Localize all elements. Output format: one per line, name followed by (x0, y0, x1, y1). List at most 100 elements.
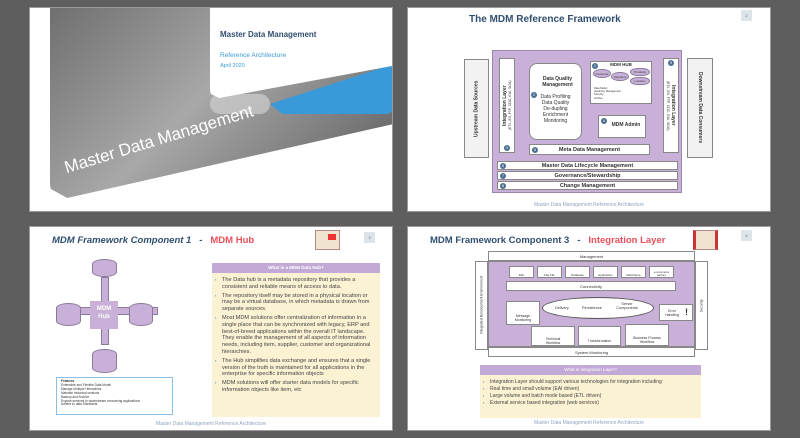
security-sidebar: Security (695, 261, 708, 350)
error-handling-label: Error Handling (665, 309, 679, 317)
change-management: Change Management (497, 181, 678, 190)
management-bar: Management (488, 251, 695, 261)
presentation-icon (693, 230, 718, 250)
technical-workflow: Technical Workflow (531, 326, 575, 346)
title-dash: - (199, 235, 203, 246)
slide-footer: Master Data Management Reference Archite… (533, 202, 645, 208)
feature-item: Maintain historical versions (61, 390, 100, 395)
db-location: Location (630, 77, 650, 85)
system-monitoring-bar: System Monitoring (488, 347, 695, 357)
integration-left-sub: (ETL, EII, FTP, CDC, EAI, SOA) (508, 80, 512, 131)
db-label: Suppliers (613, 75, 627, 79)
connectivity-bar: Connectivity (506, 281, 676, 291)
hub-feature: Security (594, 93, 604, 97)
integration-info-panel: What is Integration Layer? Integration L… (480, 365, 701, 418)
panel-header: What is Integration Layer? (480, 365, 701, 375)
bullet: MDM solutions will offer starter data mo… (214, 380, 376, 394)
page-number: 3 (364, 232, 375, 243)
bullet-list: Integration Layer should support various… (480, 375, 701, 406)
feature-item: Manage Multiple Hierarchies (61, 386, 102, 391)
bullet: Real time and small volume (EAI driven) (482, 386, 699, 392)
hub-info-panel: What is a MDM Data Hub? The Data hub is … (212, 263, 380, 417)
title-main: MDM Framework Component 1 (52, 235, 192, 246)
ide-sidebar: Integrated Development Environment (475, 261, 488, 350)
slide-1-title[interactable]: Master Data Management Reference Archite… (29, 7, 393, 212)
db-label: Products (634, 70, 646, 74)
step-badge: 6 (500, 163, 506, 169)
integration-right-label: Integration Layer (670, 85, 676, 126)
upstream-sources: Upstream Data Sources (464, 59, 489, 158)
source-edi: EDI (509, 266, 534, 278)
dq-title: Data Quality Management (542, 76, 573, 88)
exclamation-icon: ! (685, 307, 688, 317)
ide-label: Integrated Development Environment (479, 276, 484, 335)
slide-4-integration-layer[interactable]: MDM Framework Component 3 - Integration … (407, 226, 771, 431)
deck-subtitle: Reference Architecture (220, 52, 287, 59)
step-badge: 9 (668, 60, 674, 66)
governance-stewardship: Governance/Stewardship (497, 171, 678, 180)
feature-item: Adhere to data Standards (61, 402, 98, 407)
integration-layer-left: Integration Layer(ETL, EII, FTP, CDC, EA… (499, 58, 515, 153)
dq-item: De-dupling (543, 106, 568, 112)
dq-item: Data Quality (541, 100, 570, 106)
security-label: Security (699, 299, 704, 312)
page-number: 2 (741, 10, 752, 21)
hub-feature: Hierarchy Management (594, 90, 621, 94)
downstream-label: Downstream Data Consumers (697, 72, 703, 144)
page-number: 4 (741, 230, 752, 241)
bullet: External service based integration (web … (482, 400, 699, 406)
slide-title: MDM Framework Component 1 - MDM Hub (52, 235, 254, 246)
step-badge: 5 (532, 147, 538, 153)
deck-date: April 2020 (220, 63, 245, 69)
feature-item: Expose services to downstream consuming … (61, 398, 141, 403)
server-components-label: Server Components (616, 302, 638, 310)
step-badge: 1 (592, 63, 598, 69)
bullet-list: The Data hub is a metadata repository th… (212, 273, 380, 394)
downstream-consumers: Downstream Data Consumers (687, 58, 713, 158)
integration-right-sub: (ETL, EII, FTP, CDC, EAI, SOA) (666, 80, 670, 131)
bullet: The Hub simplifies data exchange and ens… (214, 358, 376, 378)
bullet: The repository itself may be stored in a… (214, 293, 376, 313)
meta-data-management: Meta Data Management (529, 144, 650, 155)
db-products: Products (630, 68, 650, 76)
database-bottom (92, 349, 117, 373)
delivery-label: Delivery (555, 306, 569, 310)
error-handling: Error Handling! (659, 304, 693, 321)
source-label: partner (657, 273, 666, 277)
upstream-label: Upstream Data Sources (473, 80, 480, 137)
source-label: e-commerce (653, 270, 670, 274)
deck-title: Master Data Management (220, 30, 317, 39)
title-main: MDM Framework Component 3 (430, 235, 570, 246)
dq-item: Enrichment (542, 112, 569, 118)
db-label: Customer (595, 72, 609, 76)
slide-2-framework[interactable]: The MDM Reference Framework 2 Upstream D… (407, 7, 771, 212)
source-database: Database (565, 266, 590, 278)
features-box: Features Extensible and Flexible Data Mo… (56, 377, 173, 415)
hub-title: MDM HUB (610, 62, 632, 67)
title-dash: - (577, 235, 581, 246)
title-accent: Integration Layer (588, 235, 666, 246)
bullet: Large volume and batch mode based (ETL d… (482, 393, 699, 399)
slide-title: The MDM Reference Framework (469, 14, 621, 25)
database-left (56, 303, 81, 326)
feature-item: Extensible and Flexible Data Model (61, 382, 111, 387)
db-suppliers: Suppliers (611, 72, 629, 81)
step-badge: 7 (500, 173, 506, 179)
slide-footer: Master Data Management Reference Archite… (533, 420, 645, 426)
hub-feature: Data Model (594, 87, 608, 90)
cloud-icon (210, 94, 270, 114)
mdm-hub-center: MDM Hub (90, 301, 118, 329)
core-services-ellipse: Delivery Persistence Server Components (542, 297, 654, 319)
message-monitoring: Message Monitoring (506, 301, 540, 325)
slide-3-mdm-hub[interactable]: MDM Framework Component 1 - MDM Hub 3 MD… (29, 226, 393, 431)
db-customer: Customer (593, 69, 611, 78)
persistence-label: Persistence (582, 306, 602, 310)
mdm-admin-box: MDM Admin (598, 115, 646, 138)
lifecycle-management: Master Data Lifecycle Management (497, 161, 678, 170)
source-flat-file: Flat File (537, 266, 562, 278)
step-badge: 8 (500, 183, 506, 189)
features-title: Features (61, 379, 75, 383)
title-accent: MDM Hub (210, 235, 255, 246)
step-badge: 2 (531, 92, 537, 98)
